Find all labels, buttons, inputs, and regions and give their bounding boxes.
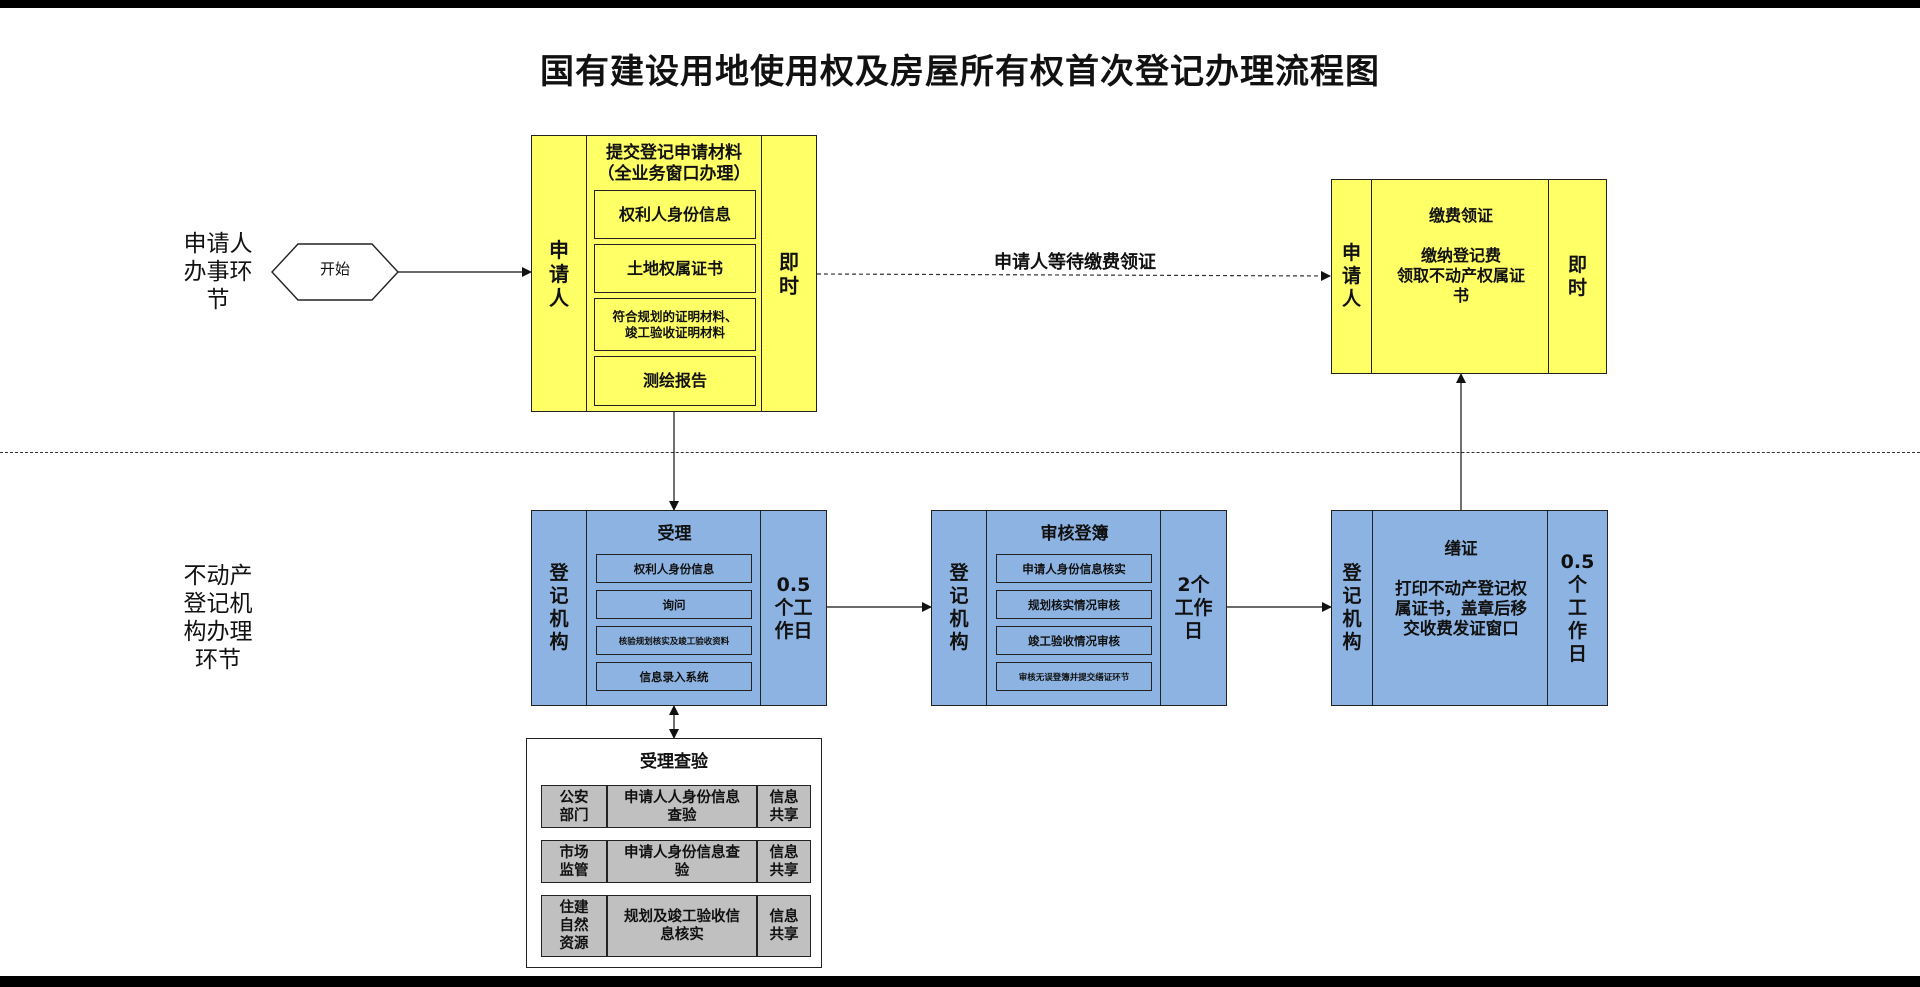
accept-item: 信息录入系统	[596, 662, 752, 691]
review-item: 审核无误登簿并提交缮证环节	[996, 662, 1152, 691]
submit-title: 提交登记申请材料 （全业务窗口办理）	[597, 143, 751, 184]
verify-task: 申请人身份信息查 验	[607, 840, 757, 883]
lane-label-agency: 不动产 登记机 构办理 环节	[183, 563, 253, 673]
wait-label: 申请人等待缴费领证	[994, 252, 1156, 273]
lane-label-applicant: 申请人 办事环 节	[183, 231, 253, 313]
pay-content: 缴费领证 缴纳登记费 领取不动产权属证 书	[1396, 206, 1525, 305]
submit-item: 符合规划的证明材料、 竣工验收证明材料	[594, 298, 756, 351]
verify-dept: 公安 部门	[541, 785, 607, 828]
accept-actor: 登 记 机 构	[532, 511, 587, 705]
verify-mode: 信息 共享	[757, 840, 811, 883]
accept-title: 受理	[657, 524, 692, 544]
verify-row: 公安 部门申请人人身份信息 查验信息 共享	[541, 785, 811, 828]
cert-time: 0.5 个 工 作 日	[1547, 511, 1607, 705]
review-item: 竣工验收情况审核	[996, 626, 1152, 655]
review-actor: 登 记 机 构	[932, 511, 987, 705]
start-label: 开始	[319, 260, 350, 278]
accept-item: 询问	[596, 590, 752, 619]
pay-box: 申 请 人 即 时 缴费领证 缴纳登记费 领取不动产权属证 书	[1331, 179, 1607, 374]
verify-row: 住建 自然 资源规划及竣工验收信 息核实信息 共享	[541, 895, 811, 957]
submit-item: 测绘报告	[594, 356, 756, 406]
verify-title: 受理查验	[640, 752, 708, 772]
verify-mode: 信息 共享	[757, 785, 811, 828]
lane-divider	[0, 452, 1920, 453]
accept-item: 核验规划核实及竣工验收资料	[596, 626, 752, 655]
accept-item: 权利人身份信息	[596, 554, 752, 583]
diagram-title: 国有建设用地使用权及房屋所有权首次登记办理流程图	[540, 52, 1380, 92]
accept-time: 0.5 个工 作日	[760, 511, 826, 705]
bottom-border	[0, 976, 1920, 987]
verify-mode: 信息 共享	[757, 895, 811, 957]
review-box: 登 记 机 构 2个 工作 日 审核登簿 申请人身份信息核实规划核实情况审核竣工…	[931, 510, 1227, 706]
cert-actor: 登 记 机 构	[1332, 511, 1373, 705]
arrow-submit-to-pay	[816, 270, 1331, 281]
verify-dept: 住建 自然 资源	[541, 895, 607, 957]
verify-task: 申请人人身份信息 查验	[607, 785, 757, 828]
cert-content: 缮证 打印不动产登记权 属证书，盖章后移 交收费发证窗口	[1395, 539, 1527, 638]
submit-item: 土地权属证书	[594, 244, 756, 293]
verify-box: 受理查验 公安 部门申请人人身份信息 查验信息 共享市场 监管申请人身份信息查 …	[526, 738, 822, 968]
cert-box: 登 记 机 构 0.5 个 工 作 日 缮证 打印不动产登记权 属证书，盖章后移…	[1331, 510, 1608, 706]
pay-actor: 申 请 人	[1332, 180, 1372, 373]
review-time: 2个 工作 日	[1160, 511, 1226, 705]
top-border	[0, 0, 1920, 8]
verify-dept: 市场 监管	[541, 840, 607, 883]
accept-box: 登 记 机 构 0.5 个工 作日 受理 权利人身份信息询问核验规划核实及竣工验…	[531, 510, 827, 706]
submit-time: 即 时	[761, 136, 816, 411]
verify-row: 市场 监管申请人身份信息查 验信息 共享	[541, 840, 811, 883]
review-item: 规划核实情况审核	[996, 590, 1152, 619]
pay-time: 即 时	[1548, 180, 1606, 373]
review-item: 申请人身份信息核实	[996, 554, 1152, 583]
submit-box: 申 请 人 即 时 提交登记申请材料 （全业务窗口办理） 权利人身份信息土地权属…	[531, 135, 817, 412]
submit-actor: 申 请 人	[532, 136, 587, 411]
submit-item: 权利人身份信息	[594, 190, 756, 239]
verify-task: 规划及竣工验收信 息核实	[607, 895, 757, 957]
review-title: 审核登簿	[1040, 524, 1109, 544]
